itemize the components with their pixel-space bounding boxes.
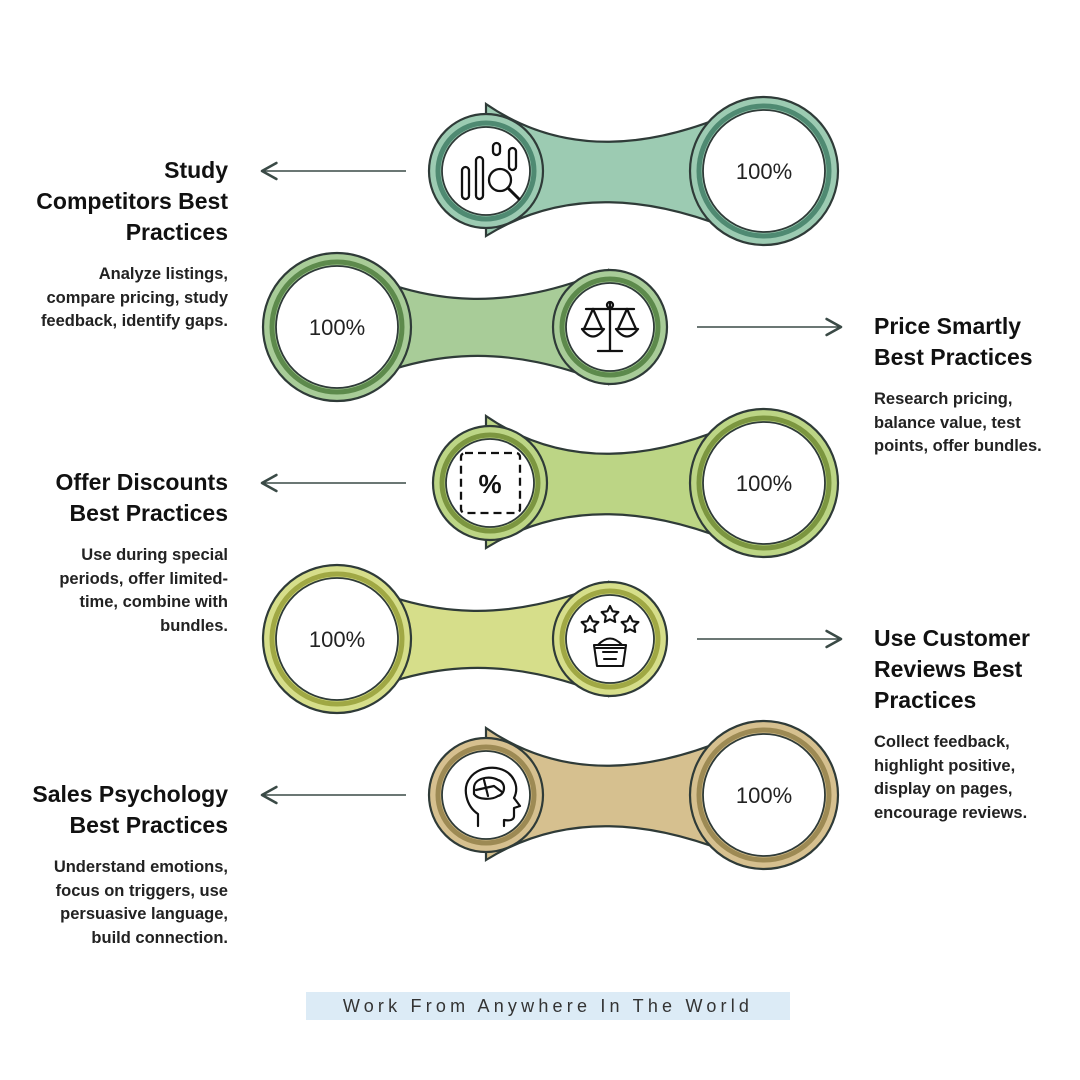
step-4-description: Collect feedback,highlight positive,disp… (874, 733, 1028, 822)
scales-icon (580, 300, 640, 353)
step-5-connector (427, 719, 840, 871)
footer-banner: Work From Anywhere In The World (306, 992, 790, 1020)
discount-tag-icon: % (459, 451, 522, 515)
step-4-percent: 100% (309, 627, 365, 652)
svg-text:%: % (478, 469, 501, 499)
step-4-connector (261, 563, 669, 715)
step-2-percent: 100% (309, 315, 365, 340)
step-1-connector (427, 95, 840, 247)
step-5-description: Understand emotions,focus on triggers, u… (53, 858, 228, 947)
step-5-percent: 100% (736, 783, 792, 808)
magnifier-chart-icon (460, 141, 521, 201)
step-3-percent: 100% (736, 471, 792, 496)
star-basket-icon (580, 604, 640, 668)
brain-head-icon (464, 766, 522, 828)
step-1-percent: 100% (736, 159, 792, 184)
